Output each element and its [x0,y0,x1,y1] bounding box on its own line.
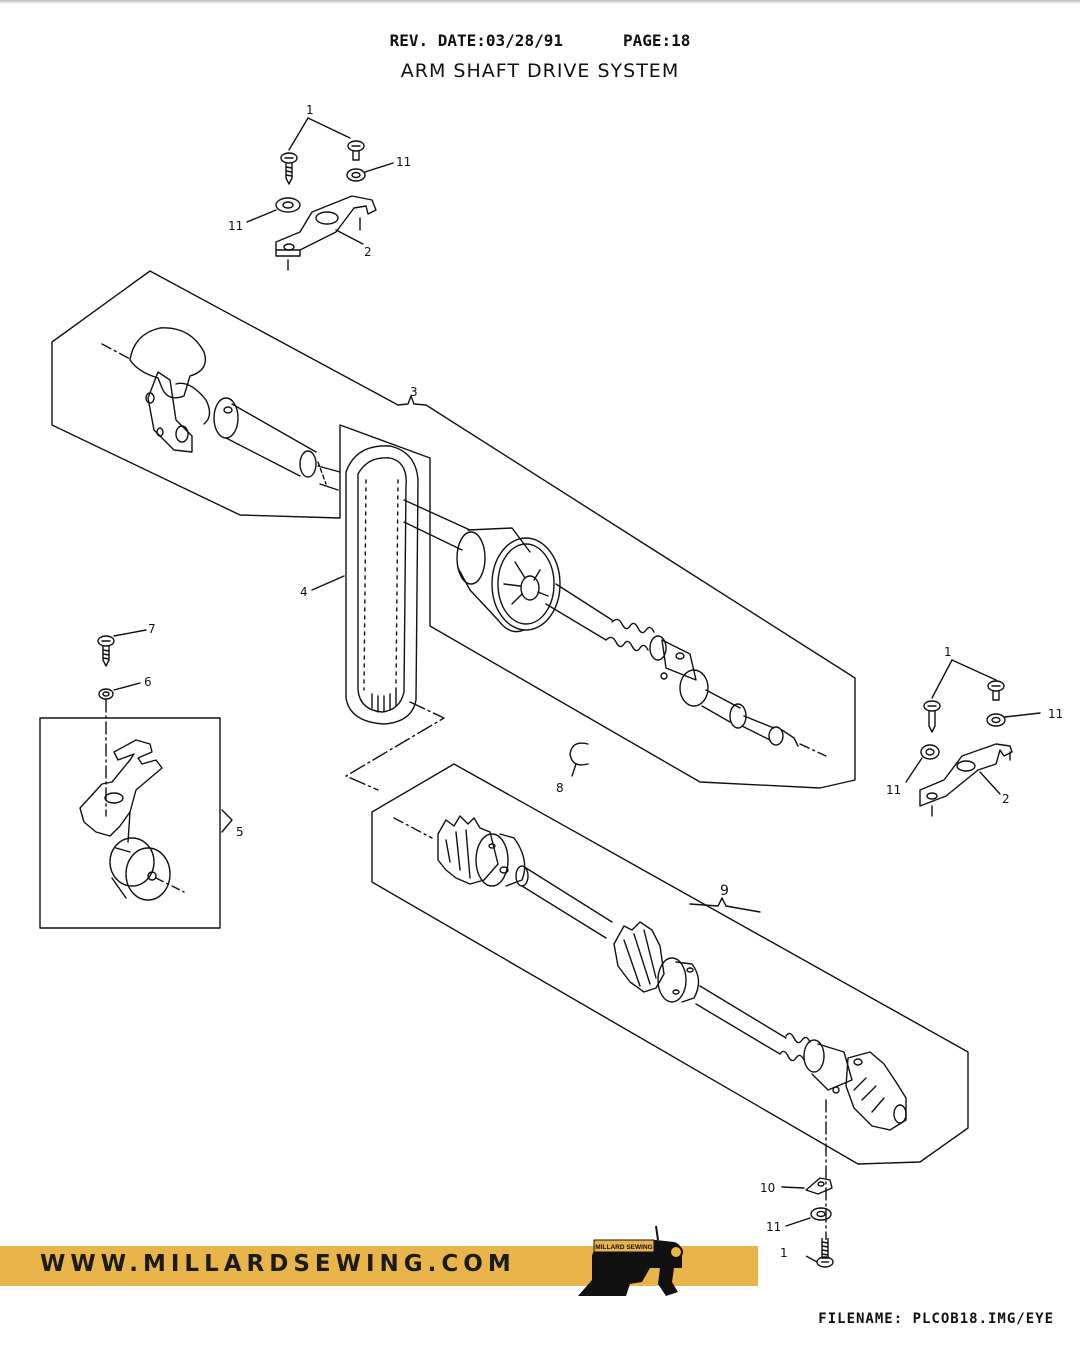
sewing-machine-logo: MILLARD SEWING [578,1225,683,1296]
callout-4: 4 [300,585,308,599]
lower-shaft [393,815,907,1131]
kit-9-brace [689,897,761,913]
callout-11-bottom: 11 [766,1220,781,1234]
callout-11-top-right: 11 [396,155,411,169]
timing-belt [311,445,419,725]
c-ring [569,742,589,777]
callout-2-top: 2 [364,245,372,259]
diagram-title: ARM SHAFT DRIVE SYSTEM [400,60,680,82]
page-number: PAGE:18 [622,31,691,50]
rev-date: REV. DATE:03/28/91 [389,31,563,50]
callout-11-top-left: 11 [228,219,243,233]
bottom-screw [805,1238,834,1268]
callout-11-right-bottom: 11 [886,783,901,797]
callout-10: 10 [760,1181,775,1195]
parts-diagram: 1 11 11 2 3 4 7 6 5 8 1 11 11 2 9 10 11 [39,103,1063,1240]
callout-6: 6 [144,675,152,689]
bottom-fastener-stack [781,1099,833,1240]
callout-1-right: 1 [944,645,952,659]
website-url[interactable]: WWW.MILLARDSEWING.COM [40,1251,516,1277]
logo-text: MILLARD SEWING [595,1244,652,1251]
callout-1-top: 1 [306,103,314,117]
callout-8: 8 [556,781,564,795]
belt-connector-line [345,701,445,791]
top-bracket-assembly [246,117,394,271]
callout-9: 9 [720,883,729,899]
callout-2-right: 2 [1002,792,1010,806]
idler-assembly [39,629,233,929]
callout-3: 3 [410,385,418,399]
arm-shaft-kit-outline [51,270,856,789]
callout-7: 7 [148,622,156,636]
callout-1-bottom: 1 [780,1246,788,1260]
lower-shaft-kit-outline [371,763,969,1165]
arm-shaft [101,327,827,757]
page-top-edge [0,0,1080,4]
revision-header: REV. DATE:03/28/91 PAGE:18 [0,31,1080,50]
callout-5: 5 [236,825,244,839]
footer-filename: FILENAME: PLCOB18.IMG/EYE [818,1311,1054,1327]
callout-11-right-top: 11 [1048,707,1063,721]
right-bracket-assembly [905,659,1041,817]
